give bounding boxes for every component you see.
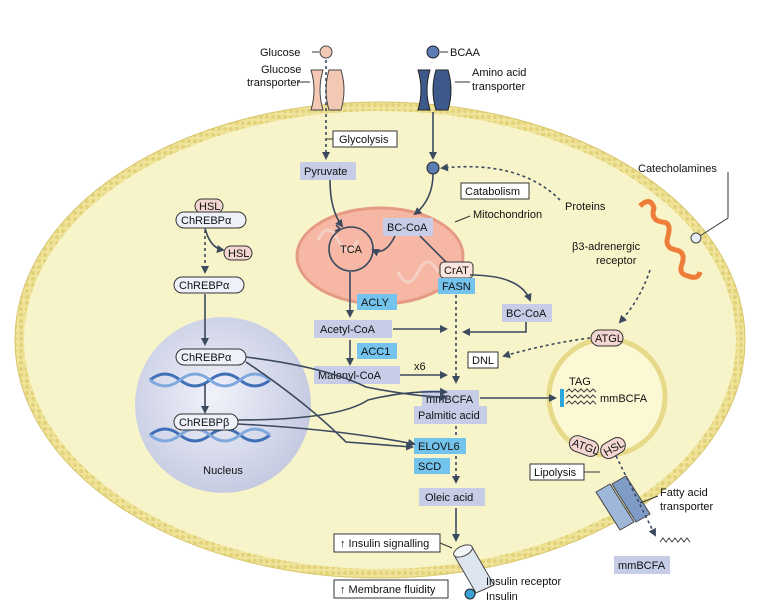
insulin-receptor [453, 544, 495, 594]
acly-label: ACLY [361, 297, 390, 309]
oleic-acid-label: Oleic acid [425, 492, 473, 504]
catabolism-label: Catabolism [465, 186, 520, 198]
mmbcfa-out-label: mmBCFA [618, 560, 666, 572]
dnl-label: DNL [472, 355, 494, 367]
bcaa-intracellular [426, 161, 440, 175]
hsl-top-label: HSL [199, 201, 220, 213]
fatty-acid-transporter [595, 475, 651, 531]
palmitic-acid-label: Palmitic acid [418, 410, 480, 422]
crat-label: CrAT [444, 265, 469, 277]
chrebpa-top-label: ChREBPα [181, 215, 232, 227]
mmbcfa-droplet-label: mmBCFA [600, 393, 648, 405]
pyruvate-label: Pyruvate [304, 166, 347, 178]
acetyl-coa-label: Acetyl-CoA [320, 324, 376, 336]
glucose-transporter [310, 69, 345, 111]
nucleus-label: Nucleus [203, 465, 243, 477]
mitochondrion-label: Mitochondrion [473, 209, 542, 221]
x6-label: x6 [414, 361, 426, 373]
malonyl-coa-label: Malonyl-CoA [318, 370, 382, 382]
bcaa-molecule [426, 45, 440, 59]
b3-receptor-label-2: receptor [596, 255, 637, 267]
chrebpa-mid-label: ChREBPα [179, 280, 230, 292]
glucose-label: Glucose [260, 47, 300, 59]
catecholamines-label: Catecholamines [638, 163, 717, 175]
amino-acid-transporter-label-1: Amino acid [472, 67, 526, 79]
lipolysis-label: Lipolysis [534, 467, 577, 479]
amino-acid-transporter [417, 69, 452, 111]
b3-receptor-label-1: β3-adrenergic [572, 241, 641, 253]
acc1-label: ACC1 [361, 346, 390, 358]
insulin-signalling-label: ↑ Insulin signalling [340, 538, 429, 550]
bcaa-label: BCAA [450, 47, 481, 59]
bc-coa-label: BC-CoA [387, 222, 428, 234]
insulin-receptor-label: Insulin receptor [486, 576, 562, 588]
bc-coa-2-label: BC-CoA [506, 308, 547, 320]
fasn-label: FASN [442, 281, 471, 293]
tca-label: TCA [340, 244, 363, 256]
insulin-molecule [464, 588, 476, 600]
fatty-acid-transporter-label-2: transporter [660, 501, 714, 513]
chrebpa-nuc-label: ChREBPα [181, 352, 232, 364]
tag-label: TAG [569, 376, 591, 388]
b3-adrenergic-receptor [638, 199, 703, 280]
glucose-transporter-label-2: transporter [247, 77, 301, 89]
scd-label: SCD [418, 461, 441, 473]
glucose-transporter-label-1: Glucose [261, 64, 301, 76]
amino-acid-transporter-label-2: transporter [472, 81, 526, 93]
membrane-fluidity-label: ↑ Membrane fluidity [340, 584, 436, 596]
glycolysis-label: Glycolysis [339, 134, 389, 146]
glucose-molecule [319, 45, 333, 59]
fatty-acid-transporter-label-1: Fatty acid [660, 487, 708, 499]
hsl-mid-label: HSL [228, 248, 249, 260]
proteins-label: Proteins [565, 201, 606, 213]
elovl6-label: ELOVL6 [418, 441, 460, 453]
chrebpb-nuc-label: ChREBPβ [179, 417, 229, 429]
atgl-label: ATGL [595, 333, 623, 345]
insulin-label: Insulin [486, 591, 518, 603]
